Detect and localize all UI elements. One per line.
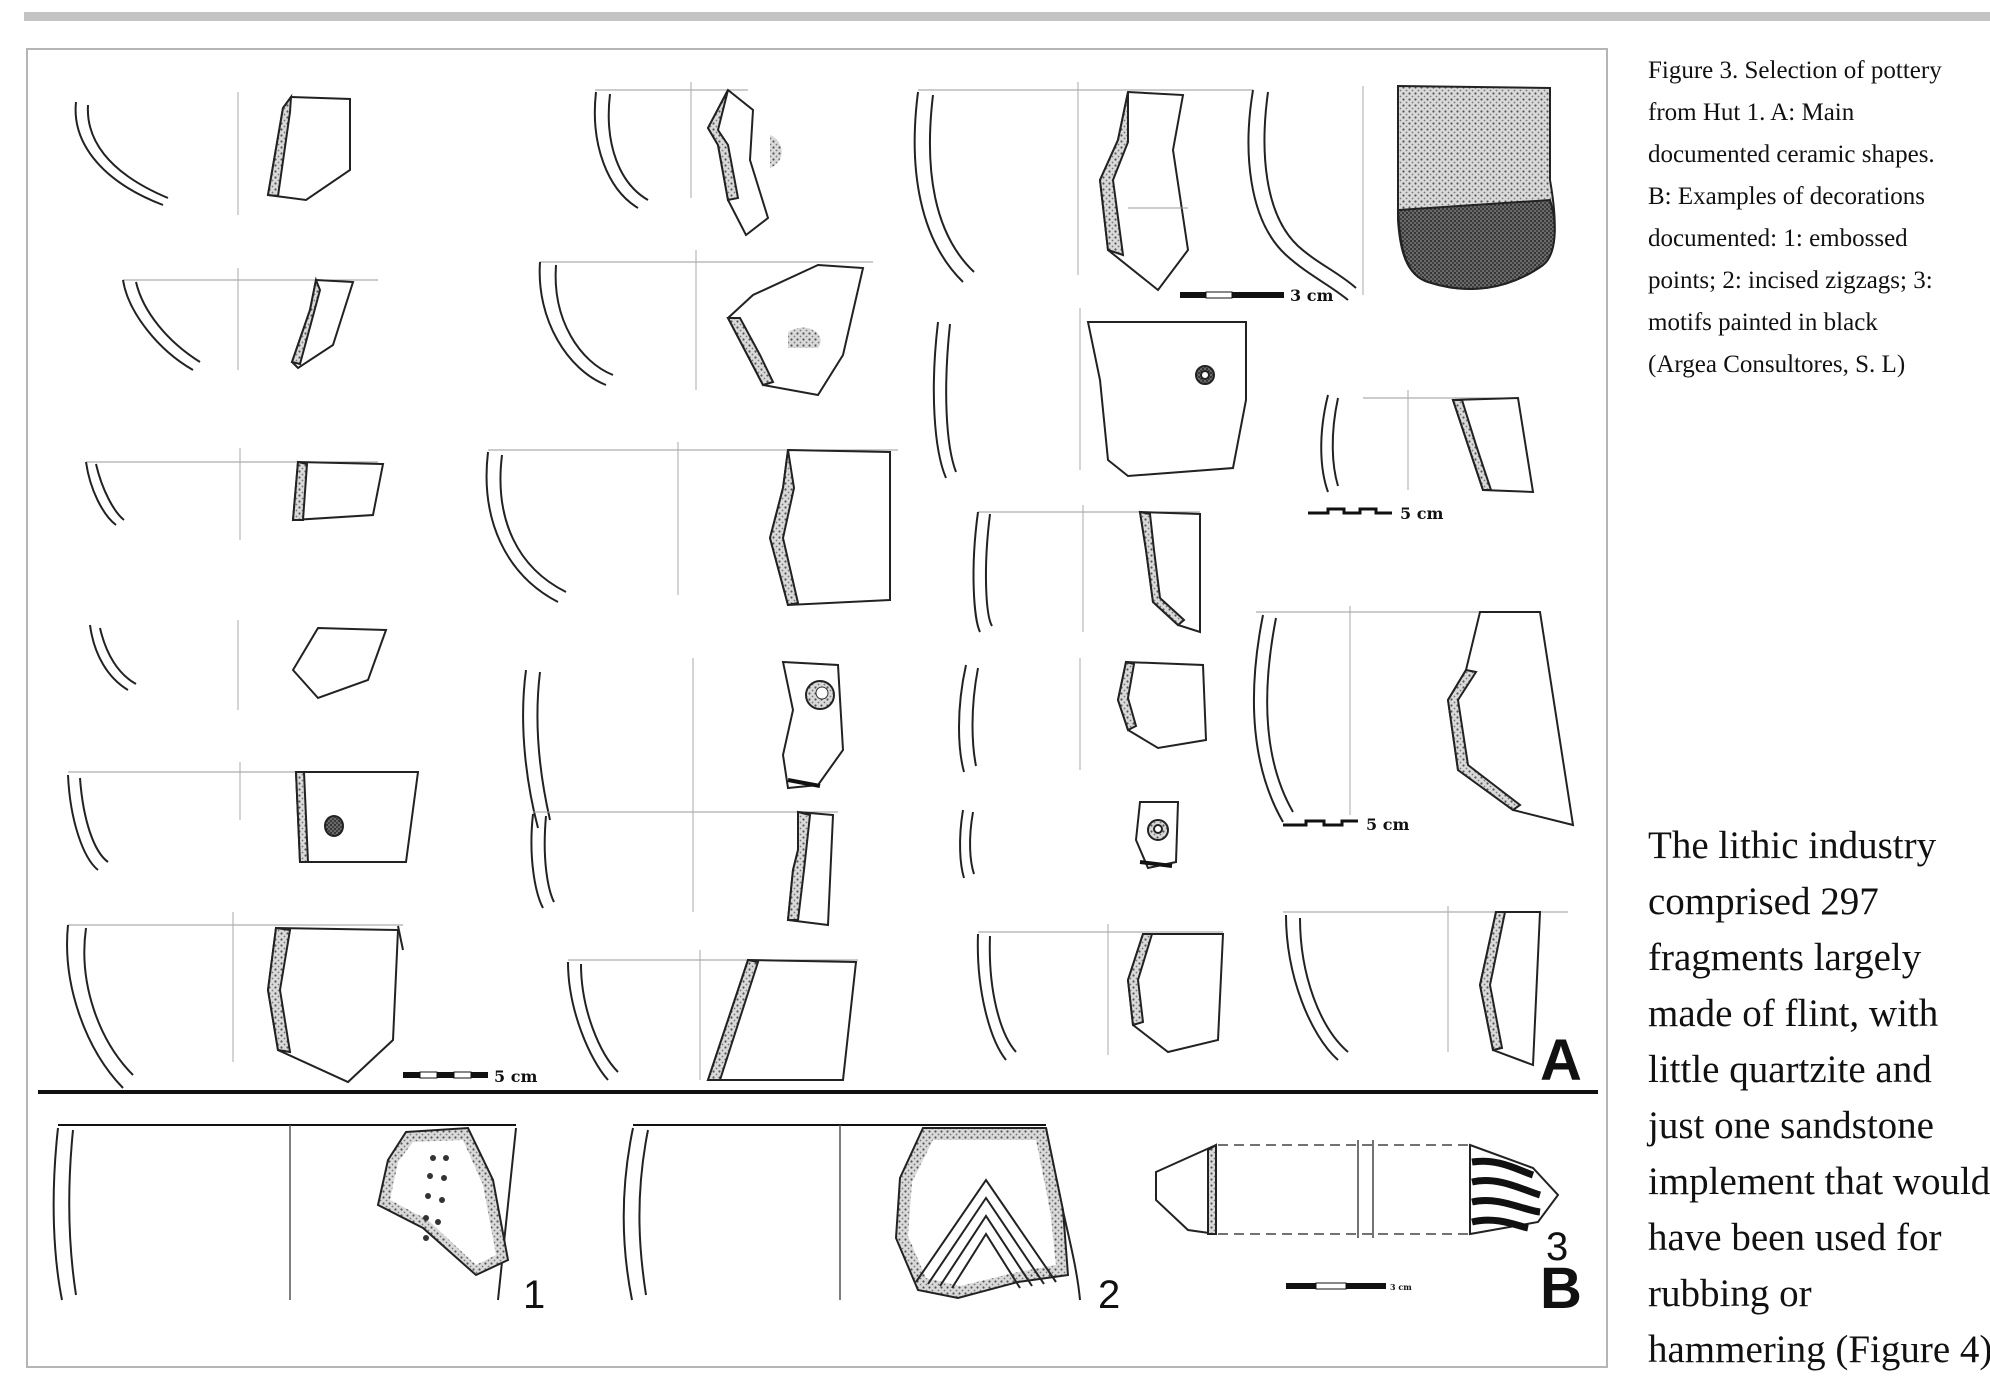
decoration-number-3: 3 [1546,1225,1568,1269]
body-line: The lithic industry [1648,824,1937,867]
panel-letter-a: A [1540,1028,1582,1093]
scale-label-a-top: 3 cm [1290,286,1333,305]
vessel-profile-a6 [66,912,404,1089]
caption-line: points; 2: incised zigzags; 3: [1648,267,1933,294]
body-paragraph: The lithic industry comprised 297 fragme… [1648,818,1990,1378]
caption-line: documented: 1: embossed [1648,225,1908,252]
caption-line: documented ceramic shapes. [1648,141,1935,168]
body-line: little quartzite and [1648,1048,1932,1091]
pottery-drawings: 3 cm 5 cm 5 cm 5 cm 3 cm A B 1 2 3 [38,82,1598,1321]
vessel-profile-m6 [567,950,858,1081]
vessel-profile-r6 [976,924,1225,1061]
scale-label-a-bottom: 5 cm [494,1067,537,1086]
body-line: have been used for [1648,1216,1942,1259]
decoration-number-2: 2 [1098,1273,1120,1317]
vessel-profile-a3 [85,448,385,540]
body-line: fragments largely [1648,936,1922,979]
body-line: comprised 297 [1648,880,1879,923]
body-line: hammering (Figure 4) [1648,1328,1990,1371]
vessel-profile-m5 [530,800,838,927]
scale-bar-b [1286,1282,1386,1290]
caption-line: from Hut 1. A: Main [1648,99,1855,126]
caption-line: (Argea Consultores, S. L) [1648,351,1906,378]
body-line: made of flint, with [1648,992,1939,1035]
vessel-profile-r1b [1247,84,1556,301]
caption-line: Figure 3. Selection of pottery [1648,57,1942,84]
vessel-profile-r2b [1320,390,1535,494]
body-line: rubbing or [1648,1272,1812,1315]
vessel-profile-a5 [67,762,420,871]
decoration-number-1: 1 [523,1273,545,1317]
scale-bar-a-right [1283,819,1358,827]
panel-letter-b: B [1540,1256,1582,1321]
vessel-profile-r5 [959,801,1180,879]
body-line: just one sandstone [1648,1104,1934,1147]
decoration-vessel-3 [1155,1140,1560,1238]
scale-label-a-mid: 5 cm [1400,504,1443,523]
vessel-profile-r3 [972,505,1201,634]
vessel-profile-m2 [538,250,873,397]
vessel-profile-a4 [89,620,388,710]
figure-caption: Figure 3. Selection of pottery from Hut … [1648,50,1990,386]
decoration-vessel-2 [622,1124,1081,1301]
scale-label-b: 3 cm [1390,1282,1412,1292]
vessel-profile-r5b [1252,606,1575,827]
pottery-figure: 3 cm 5 cm 5 cm 5 cm 3 cm A B 1 2 3 [26,48,1608,1368]
vessel-profile-m3 [485,442,898,607]
caption-line: B: Examples of decorations [1648,183,1926,210]
caption-line: motifs painted in black [1648,309,1878,336]
vessel-profile-r1 [913,82,1253,292]
decoration-vessel-1 [52,1124,517,1301]
scale-bar-a-bottom [403,1071,488,1079]
vessel-profile-a1 [74,92,351,215]
vessel-profile-m1 [593,82,782,237]
scale-bar-a-top [1180,291,1284,299]
vessel-profile-a2 [122,268,378,371]
body-line: implement that would [1648,1160,1990,1203]
vessel-profile-r4 [958,658,1208,773]
vessel-profile-r6b [1283,906,1568,1067]
scale-label-a-right: 5 cm [1366,815,1409,834]
header-rule [24,12,1990,21]
vessel-profile-r2 [932,308,1247,479]
vessel-profile-m4 [522,658,845,829]
scale-bar-a-mid [1308,507,1392,515]
